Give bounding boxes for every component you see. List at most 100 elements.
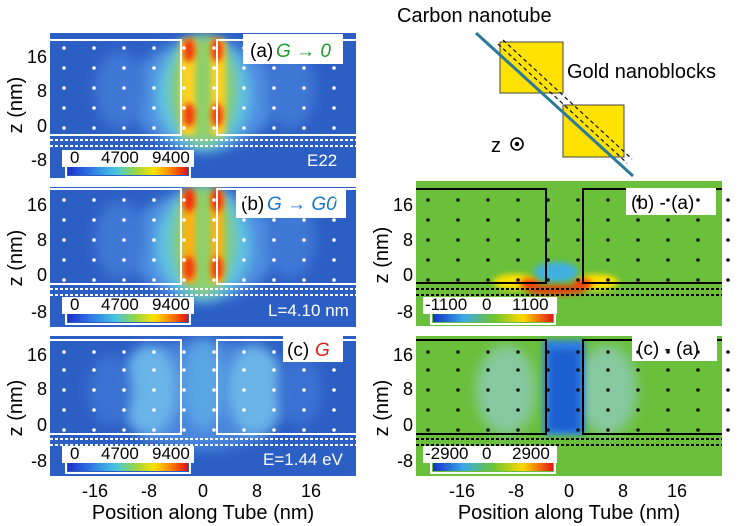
panel-c-cbar-mid: 4700 <box>101 444 139 463</box>
z-tick-ba-8: 8 <box>403 230 413 250</box>
panel-ca-cbar-mid: 0 <box>482 444 491 463</box>
lattice-dot <box>182 238 186 242</box>
lattice-dot <box>606 258 610 262</box>
z-axis-label-c: z (nm) <box>5 380 27 437</box>
lattice-dot <box>242 258 246 262</box>
lattice-dot <box>92 106 96 110</box>
lattice-dot <box>62 258 66 262</box>
lattice-dot <box>426 388 430 392</box>
lattice-dot <box>666 278 670 282</box>
lattice-dot <box>696 428 700 432</box>
lattice-dot <box>302 350 306 354</box>
panel-b-math: G → G0 <box>267 194 337 215</box>
lattice-dot <box>302 218 306 222</box>
panel-c: (c) G E=1.44 eV 0 4700 9400 <box>50 335 366 476</box>
lattice-dot <box>332 198 336 202</box>
lattice-dot <box>212 368 216 372</box>
lattice-dot <box>696 198 700 202</box>
lattice-dot <box>546 198 550 202</box>
lattice-dot <box>576 218 580 222</box>
lattice-dot <box>362 408 366 412</box>
lattice-dot <box>486 278 490 282</box>
lattice-dot <box>516 278 520 282</box>
lattice-dot <box>92 258 96 262</box>
lattice-dot <box>182 106 186 110</box>
panel-b-cbar-mid: 4700 <box>101 295 139 314</box>
lattice-dot <box>302 368 306 372</box>
panel-b-corner: L=4.10 nm <box>268 301 349 320</box>
x-tick-right-m8: -8 <box>508 481 524 501</box>
lattice-dot <box>212 86 216 90</box>
lattice-dot <box>546 238 550 242</box>
lattice-dot <box>362 278 366 282</box>
lattice-dot <box>456 238 460 242</box>
lattice-dot <box>362 368 366 372</box>
lattice-dot <box>726 198 730 202</box>
lattice-dot <box>62 106 66 110</box>
lattice-dot <box>152 368 156 372</box>
lattice-dot <box>122 258 126 262</box>
lattice-dot <box>62 66 66 70</box>
lattice-dot <box>152 278 156 282</box>
lattice-dot <box>122 218 126 222</box>
z-tick-ca-8: 8 <box>403 379 413 399</box>
panel-ba-cbar-max: 1100 <box>512 295 549 314</box>
lattice-dot <box>332 350 336 354</box>
lattice-dot <box>426 218 430 222</box>
lattice-dot <box>182 278 186 282</box>
z-tick-a-0: 0 <box>37 116 47 136</box>
lattice-dot <box>122 388 126 392</box>
z-tick-ba-0: 0 <box>403 265 413 285</box>
lattice-dot <box>122 126 126 130</box>
lattice-dot <box>636 428 640 432</box>
panel-c-corner: E=1.44 eV <box>263 450 344 469</box>
lattice-dot <box>332 278 336 282</box>
lattice-dot <box>666 368 670 372</box>
lattice-dot <box>486 218 490 222</box>
lattice-dot <box>636 218 640 222</box>
panel-c-tag: (c) <box>287 340 309 361</box>
z-tick-a-8: 8 <box>37 81 47 101</box>
x-axis-label-left: Position along Tube (nm) <box>92 502 314 524</box>
lattice-dot <box>636 408 640 412</box>
panel-b-colorbar: 0 4700 9400 <box>62 295 194 325</box>
lattice-dot <box>152 106 156 110</box>
lattice-dot <box>272 86 276 90</box>
lattice-dot <box>362 126 366 130</box>
lattice-dot <box>362 218 366 222</box>
lattice-dot <box>606 368 610 372</box>
lattice-dot <box>242 238 246 242</box>
lattice-dot <box>546 368 550 372</box>
panel-ba-colorbar: -1100 0 1100 <box>423 295 557 325</box>
lattice-dot <box>486 368 490 372</box>
lattice-dot <box>62 388 66 392</box>
lattice-dot <box>362 46 366 50</box>
lattice-dot <box>242 388 246 392</box>
lattice-dot <box>272 218 276 222</box>
x-tick-left-m8: -8 <box>141 481 157 501</box>
lattice-dot <box>332 408 336 412</box>
lattice-dot <box>272 258 276 262</box>
lattice-dot <box>576 258 580 262</box>
lattice-dot <box>152 350 156 354</box>
lattice-dot <box>666 428 670 432</box>
lattice-dot <box>242 126 246 130</box>
lattice-dot <box>332 46 336 50</box>
lattice-dot <box>546 408 550 412</box>
lattice-dot <box>122 86 126 90</box>
panel-b-minus-a: (b) - (a) -1100 0 1100 <box>416 181 730 326</box>
lattice-dot <box>362 238 366 242</box>
lattice-dot <box>92 66 96 70</box>
panel-b-tag: (b) <box>241 194 264 215</box>
lattice-dot <box>272 428 276 432</box>
lattice-dot <box>516 428 520 432</box>
x-tick-right-0: 0 <box>564 481 574 501</box>
lattice-dot <box>726 258 730 262</box>
lattice-dot <box>516 258 520 262</box>
lattice-dot <box>606 408 610 412</box>
lattice-dot <box>212 258 216 262</box>
lattice-dot <box>152 258 156 262</box>
lattice-dot <box>182 126 186 130</box>
lattice-dot <box>242 368 246 372</box>
lattice-dot <box>152 198 156 202</box>
